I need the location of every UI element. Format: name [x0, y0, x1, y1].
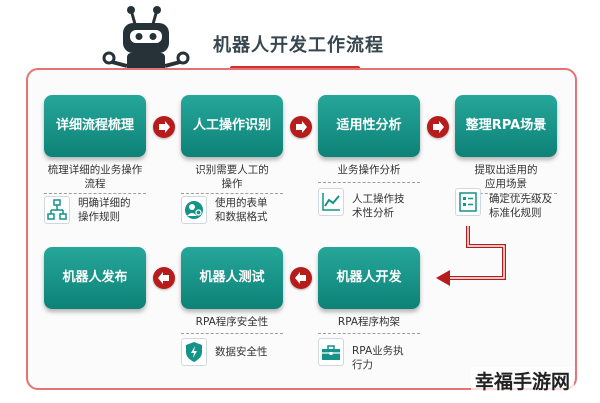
step-label: 详细流程梳理: [55, 118, 134, 133]
toolbox-icon: [318, 338, 344, 366]
arrow-right-icon: [290, 116, 312, 138]
detail-line: 提取出适用的: [474, 164, 538, 176]
detail-line: 确定优先级及: [489, 193, 552, 205]
detail-line: 应用场景: [485, 178, 527, 190]
step1-detail-top: 梳理详细的业务操作 流程: [40, 163, 150, 191]
arrow-right-icon: [153, 116, 175, 138]
shield-lightning-icon: [181, 338, 207, 366]
step-detail-process: 详细流程梳理: [44, 95, 146, 157]
arrow-left-icon: [153, 267, 175, 289]
arrow-left-icon: [290, 267, 312, 289]
step-manual-identify: 人工操作识别: [181, 95, 283, 157]
detail-line: 行力: [352, 359, 373, 371]
detail-line: 流程: [84, 178, 106, 190]
detail-line: 术性分析: [352, 207, 394, 219]
step4-detail-top: 提取出适用的 应用场景: [452, 163, 560, 191]
step-robot-release: 机器人发布: [44, 247, 146, 309]
step-label: 机器人测试: [199, 270, 265, 285]
step2-detail-top: 识别需要人工的 操作: [178, 163, 286, 191]
divider: [181, 333, 283, 334]
divider: [318, 333, 420, 334]
step-label: 机器人发布: [62, 270, 128, 285]
step2-detail-bottom: 使用的表单 和数据格式: [215, 196, 268, 224]
step-rpa-scene: 整理RPA场景: [455, 95, 557, 157]
step-robot-test: 机器人测试: [181, 247, 283, 309]
page-title: 机器人开发工作流程: [213, 35, 384, 56]
divider: [318, 182, 420, 183]
detail-line: RPA程序安全性: [195, 316, 269, 328]
detail-line: 业务操作分析: [337, 164, 401, 176]
uturn-arrow-icon: [436, 226, 506, 286]
detail-line: 人工操作技: [352, 193, 405, 205]
flowchart-icon: [44, 196, 70, 224]
step-applicability: 适用性分析: [318, 95, 420, 157]
step7-detail-bottom: RPA业务执 行力: [352, 344, 404, 372]
detail-line: 操作规则: [78, 211, 120, 223]
detail-line: RPA程序构架: [337, 316, 401, 328]
detail-line: 明确详细的: [78, 197, 131, 209]
step-label: 适用性分析: [336, 118, 402, 133]
step7-detail-top: RPA程序构架: [315, 315, 423, 329]
user-gear-icon: [181, 196, 207, 224]
step-label: 机器人开发: [336, 270, 402, 285]
step4-detail-bottom: 确定优先级及 标准化规则: [489, 192, 552, 220]
detail-line: 标准化规则: [489, 207, 542, 219]
form-list-icon: [455, 188, 481, 216]
detail-line: 操作: [221, 178, 243, 190]
step1-detail-bottom: 明确详细的 操作规则: [78, 196, 131, 224]
step-label: 整理RPA场景: [465, 118, 547, 133]
step6-detail-top: RPA程序安全性: [178, 315, 286, 329]
arrow-right-icon: [427, 116, 449, 138]
step3-detail-top: 业务操作分析: [315, 163, 423, 177]
step-label: 人工操作识别: [192, 118, 271, 133]
step-robot-develop: 机器人开发: [318, 247, 420, 309]
detail-line: RPA业务执: [352, 345, 404, 357]
step3-detail-bottom: 人工操作技 术性分析: [352, 192, 405, 220]
step6-detail-bottom: 数据安全性: [215, 345, 268, 359]
site-watermark: 幸福手游网: [471, 367, 575, 394]
divider: [44, 193, 146, 194]
divider: [181, 193, 283, 194]
divider: [455, 193, 557, 194]
detail-line: 梳理详细的业务操作: [47, 164, 143, 176]
line-chart-icon: [318, 188, 344, 216]
detail-line: 和数据格式: [215, 211, 268, 223]
detail-line: 使用的表单: [215, 197, 268, 209]
detail-line: 识别需要人工的: [195, 164, 269, 176]
detail-line: 数据安全性: [215, 346, 268, 358]
